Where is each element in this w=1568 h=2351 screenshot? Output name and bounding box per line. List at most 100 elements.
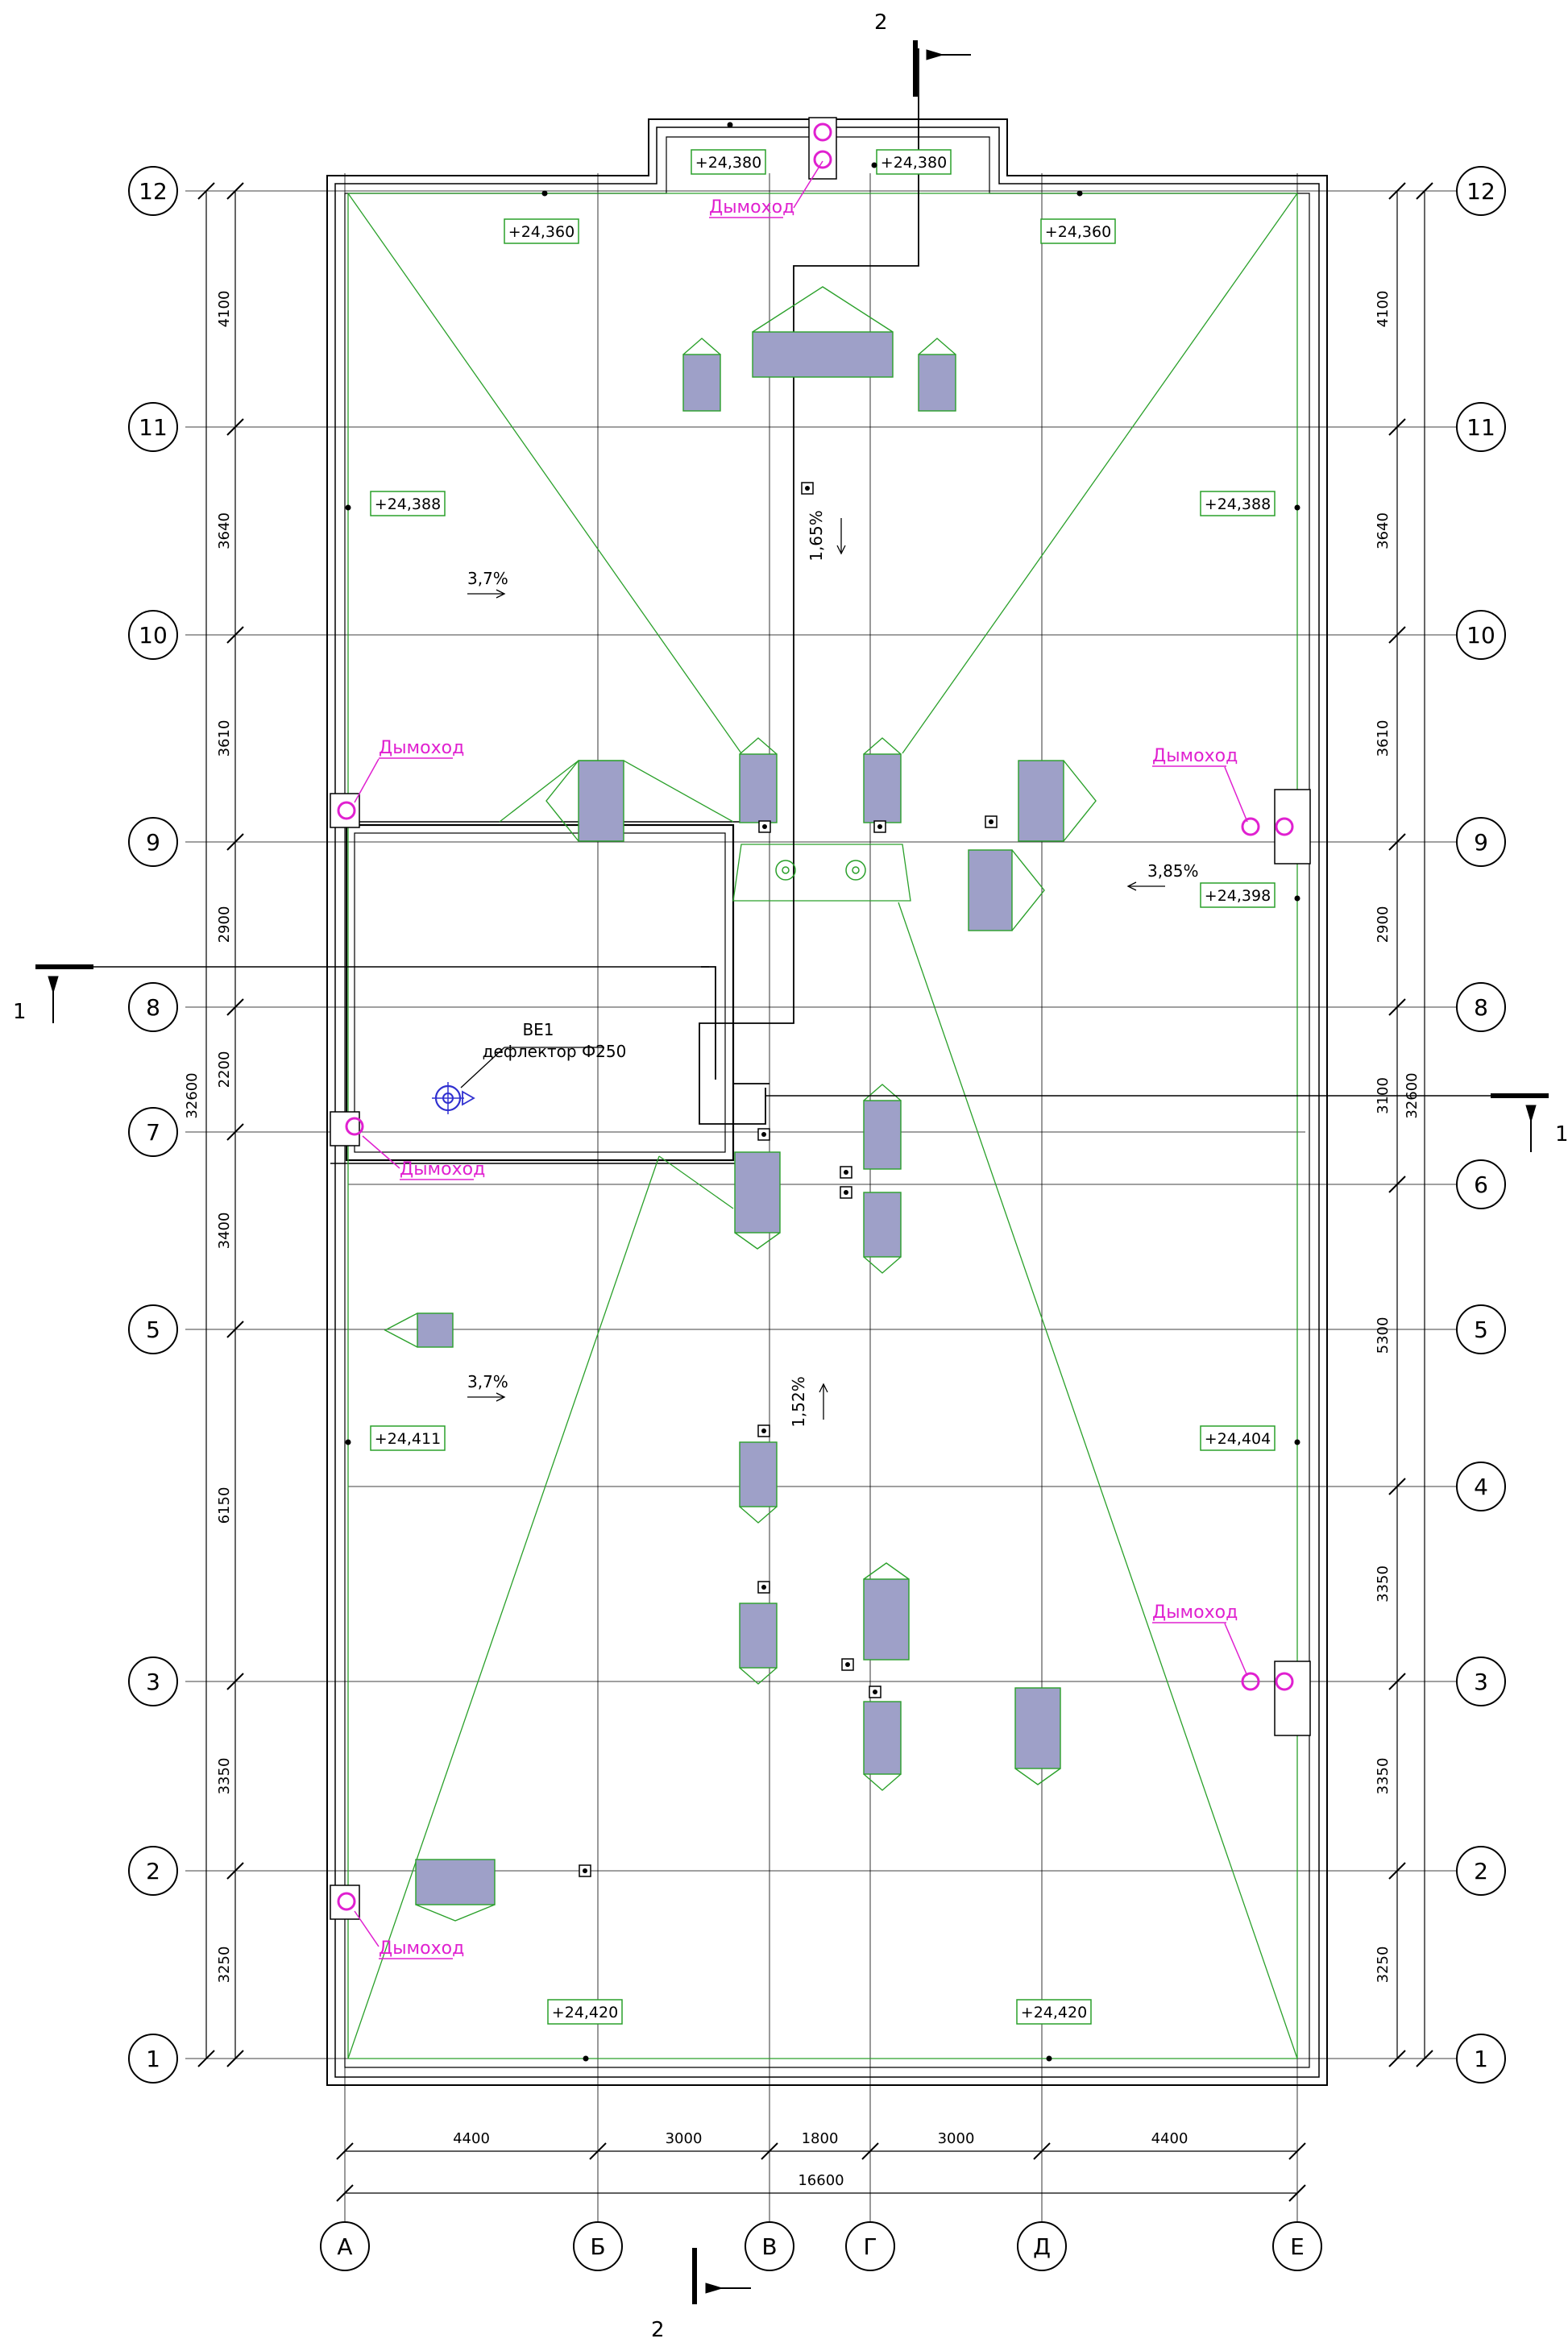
- axis-bubble-col-Е: [1272, 2221, 1322, 2271]
- axis-label-row-11-right: 11: [1466, 414, 1495, 441]
- hvac-unit-box: [1018, 760, 1064, 842]
- elevation-value: +24,360: [508, 223, 575, 241]
- elevation-box: [547, 1999, 623, 2025]
- dim-left-label: 3640: [216, 512, 233, 549]
- elevation-box: [370, 491, 446, 516]
- slope-indicator: 3,7%: [467, 1372, 508, 1402]
- funnel: [775, 860, 796, 881]
- dim-total-vertical-label: 32600: [184, 1072, 201, 1118]
- section-1-right-label: 1: [1555, 1122, 1568, 1146]
- chimney-leader: [362, 1135, 400, 1169]
- axis-label-row-3-right: 3: [1474, 1669, 1488, 1695]
- slope-indicator: 3,7%: [467, 569, 508, 599]
- hvac-unit-box: [682, 354, 721, 412]
- chimney-flue: [813, 150, 832, 169]
- hvac-unit: [863, 1084, 902, 1170]
- slope-arrow-head: [836, 545, 846, 555]
- hvac-unit-box: [752, 331, 894, 378]
- axis-label-row-4-right: 4: [1474, 1474, 1488, 1500]
- elevation-value: +24,411: [375, 1430, 441, 1448]
- hvac-unit-box: [863, 753, 902, 823]
- hvac-unit-box: [417, 1312, 454, 1348]
- dim-total-v-tick: [197, 2050, 215, 2067]
- slope-arrow-head: [496, 1392, 506, 1402]
- dim-left-tick: [226, 998, 244, 1016]
- roof-drain-center: [762, 824, 767, 829]
- hvac-hip: [863, 1084, 902, 1101]
- elevation-tag: +24,420: [547, 1999, 623, 2062]
- dimension-chains: 3250335061503400220029003610364041003250…: [184, 182, 1433, 2202]
- hvac-unit: [545, 760, 624, 842]
- hvac-unit-box: [968, 849, 1013, 931]
- hvac-unit: [863, 1192, 902, 1274]
- hvac-unit-box: [1014, 1687, 1061, 1769]
- axis-label-row-1-right: 1: [1474, 2046, 1488, 2072]
- hvac-unit: [863, 1562, 910, 1661]
- chimneys: ДымоходДымоходДымоходДымоходДымоходДымох…: [330, 117, 1311, 1959]
- roof-drain-center: [583, 1868, 587, 1873]
- dim-bottom-tick: [761, 2142, 778, 2160]
- hvac-unit: [682, 338, 721, 412]
- dim-left-label: 4100: [216, 291, 233, 328]
- chimney-label: Дымоход: [709, 197, 794, 218]
- axis-label-row-2-right: 2: [1474, 1858, 1488, 1885]
- funnel-core: [782, 866, 790, 874]
- dim-bottom-label: 3000: [938, 2130, 975, 2147]
- elevation-tag: +24,388: [345, 491, 446, 516]
- vent-deflector: ВЕ1 дефлектор Ф250: [432, 1020, 626, 1114]
- dim-bottom-label: 1800: [802, 2130, 839, 2147]
- elevation-value: +24,420: [552, 2004, 618, 2021]
- hvac-hip: [863, 1562, 910, 1580]
- funnel-core: [852, 866, 860, 874]
- elevation-point: [345, 1439, 351, 1445]
- roof-drain-center: [761, 1132, 766, 1137]
- dim-bottom-tick: [1033, 2142, 1051, 2160]
- chimney: Дымоход: [709, 117, 837, 218]
- dim-left-label: 2200: [216, 1051, 233, 1088]
- elevation-point: [345, 504, 351, 511]
- axis-label-row-12-right: 12: [1466, 178, 1495, 205]
- slope-value: 1,52%: [789, 1376, 808, 1428]
- chimney: Дымоход: [330, 1111, 485, 1180]
- hvac-unit-box: [918, 354, 956, 412]
- dim-left-label: 3250: [216, 1947, 233, 1984]
- hvac-hip: [1011, 849, 1045, 931]
- dim-right-tick: [1388, 833, 1406, 851]
- chimney-box: [1274, 1661, 1311, 1736]
- dim-right-tick: [1388, 998, 1406, 1016]
- slope-arrow-head: [1126, 881, 1137, 891]
- dim-total-h-tick: [336, 2184, 354, 2202]
- elevation-box: [876, 149, 952, 175]
- chimney-label: Дымоход: [1152, 1603, 1238, 1623]
- elevation-point: [1046, 2055, 1052, 2062]
- axis-label-row-6-right: 6: [1474, 1171, 1488, 1198]
- chimney: Дымоход: [330, 1885, 464, 1959]
- hvac-hip: [1063, 760, 1097, 842]
- axis-label-row-5-left: 5: [146, 1316, 160, 1343]
- roof-drain-center: [761, 1585, 766, 1590]
- hvac-hip: [545, 760, 579, 842]
- chimney-label: Дымоход: [400, 1159, 485, 1180]
- dim-right-label: 5300: [1375, 1317, 1392, 1354]
- axis-label-col-Е: Е: [1290, 2233, 1305, 2260]
- axis-bubble-row-1-right: [1456, 2034, 1506, 2084]
- axis-bubble-row-5-left: [128, 1304, 178, 1354]
- axis-label-row-5-right: 5: [1474, 1316, 1488, 1343]
- axis-label-row-10-right: 10: [1466, 622, 1495, 649]
- axis-bubble-row-11-left: [128, 402, 178, 452]
- hvac-unit: [1014, 1687, 1061, 1785]
- dim-right-tick: [1388, 418, 1406, 436]
- elevation-box: [1200, 491, 1276, 516]
- elevation-point: [541, 190, 548, 197]
- axis-bubble-row-12-right: [1456, 166, 1506, 216]
- hvac-unit-box: [578, 760, 624, 842]
- elevation-tag: +24,398: [1200, 882, 1300, 908]
- hvac-hip: [739, 1667, 778, 1685]
- elevation-box: [691, 149, 766, 175]
- hvac-unit-box: [863, 1192, 902, 1258]
- hvac-unit-box: [739, 1441, 778, 1507]
- elevation-box: [1016, 1999, 1092, 2025]
- slope-indicator: 1,65%: [807, 510, 846, 562]
- axis-bubble-row-1-left: [128, 2034, 178, 2084]
